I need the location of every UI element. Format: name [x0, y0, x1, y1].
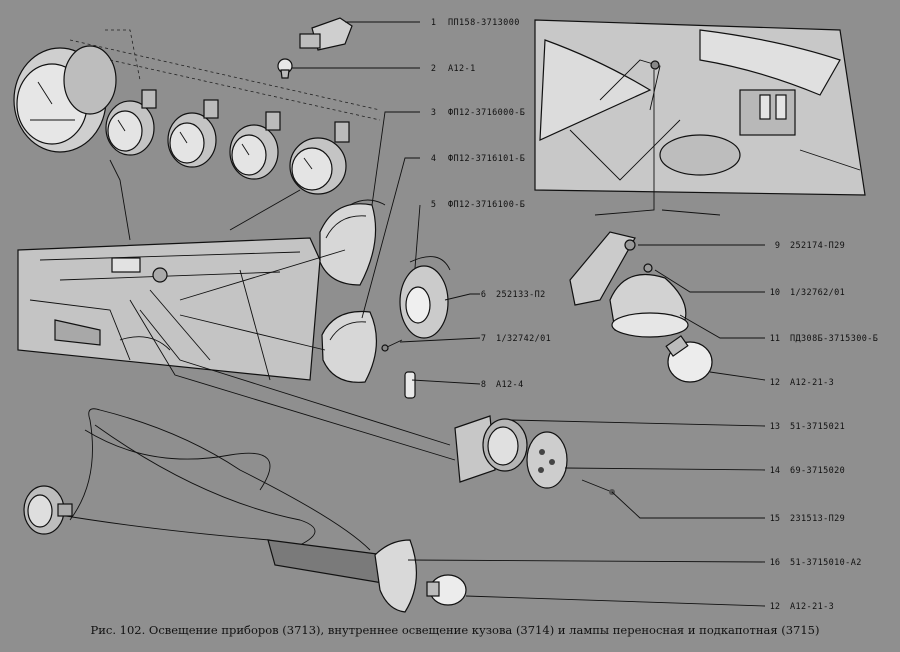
callout-4: 4 ФП12-3716101-Б — [431, 154, 525, 164]
socket-connector-2 — [139, 309, 451, 446]
part-code: 231513-П29 — [790, 514, 845, 524]
callout-11: 11 ПД308Б-3715300-Б — [770, 334, 878, 344]
callout-number: 4 — [431, 154, 436, 164]
callout-number: 12 — [770, 602, 780, 612]
part-code: 51-3715010-А2 — [790, 558, 862, 568]
portable-plug — [23, 485, 73, 535]
portable-bulb-12 — [426, 574, 467, 606]
part-code: 1/32762/01 — [790, 288, 845, 298]
portable-lamp-16 — [267, 539, 418, 613]
callout-number: 3 — [431, 108, 436, 118]
underhood-lamp — [569, 231, 689, 338]
instrument-gauges — [13, 29, 381, 195]
instrument-lamp-assembly — [277, 17, 353, 79]
part-code: 69-3715020 — [790, 466, 845, 476]
callout-number: 11 — [770, 334, 780, 344]
callout-number: 14 — [770, 466, 780, 476]
part-code: А12-1 — [448, 64, 476, 74]
dome-light-3 — [319, 199, 386, 286]
callout-6: 6 252133-П2 — [481, 290, 546, 300]
callout-3: 3 ФП12-3716000-Б — [431, 108, 525, 118]
callout-8: 8 А12-4 — [481, 380, 524, 390]
socket-connector — [129, 299, 456, 461]
gauge-3 — [229, 111, 281, 180]
part-code: А12-21-3 — [790, 602, 834, 612]
part-code: ФП12-3716100-Б — [448, 200, 525, 210]
part-code: 252133-П2 — [496, 290, 546, 300]
callout-1: 1 ПП158-3713000 — [431, 18, 520, 28]
callout-2: 2 А12-1 — [431, 64, 476, 74]
callout-number: 12 — [770, 378, 780, 388]
engine-compartment — [534, 19, 866, 196]
callout-14: 14 69-3715020 — [770, 466, 845, 476]
part-code: 1/32742/01 — [496, 334, 551, 344]
part-code: ПП158-3713000 — [448, 18, 520, 28]
part-code: А12-4 — [496, 380, 524, 390]
dashboard-interior — [17, 159, 346, 381]
callout-number: 10 — [770, 288, 780, 298]
part-code: А12-21-3 — [790, 378, 834, 388]
callout-12a: 12 А12-21-3 — [770, 378, 834, 388]
dome-screw-7 — [381, 339, 403, 352]
gauge-1 — [105, 89, 157, 156]
hood-lamp-leader-2 — [661, 209, 721, 216]
callout-number: 13 — [770, 422, 780, 432]
callout-7: 7 1/32742/01 — [481, 334, 551, 344]
callout-number: 5 — [431, 200, 436, 210]
portable-lamp-cord — [59, 408, 371, 551]
callout-12b: 12 А12-21-3 — [770, 602, 834, 612]
part-code: 252174-П29 — [790, 241, 845, 251]
callout-number: 7 — [481, 334, 486, 344]
part-code: ФП12-3716101-Б — [448, 154, 525, 164]
callout-10: 10 1/32762/01 — [770, 288, 845, 298]
callout-15: 15 231513-П29 — [770, 514, 845, 524]
callout-16: 16 51-3715010-А2 — [770, 558, 862, 568]
callout-5: 5 ФП12-3716100-Б — [431, 200, 525, 210]
dome-light-base-5 — [399, 256, 451, 339]
callout-number: 6 — [481, 290, 486, 300]
socket-insert-14 — [526, 431, 568, 489]
speedometer — [13, 45, 117, 153]
part-code: 51-3715021 — [790, 422, 845, 432]
callout-number: 15 — [770, 514, 780, 524]
callout-number: 16 — [770, 558, 780, 568]
dome-light-4 — [321, 310, 378, 383]
figure-caption: Рис. 102. Освещение приборов (3713), вну… — [90, 623, 819, 637]
callout-9: 9 252174-П29 — [775, 241, 845, 251]
festoon-bulb-8 — [404, 371, 416, 399]
callout-number: 1 — [431, 18, 436, 28]
hood-lamp-leader — [594, 70, 655, 216]
gauge-2 — [167, 99, 219, 168]
portable-socket — [454, 415, 528, 483]
part-code: ПД308Б-3715300-Б — [790, 334, 878, 344]
callout-number: 8 — [481, 380, 486, 390]
part-code: ФП12-3716000-Б — [448, 108, 525, 118]
callout-number: 2 — [431, 64, 436, 74]
callout-13: 13 51-3715021 — [770, 422, 845, 432]
gauge-4 — [289, 121, 350, 195]
callout-number: 9 — [775, 241, 780, 251]
leader-lines — [292, 21, 766, 607]
underhood-bulb-12 — [665, 335, 713, 383]
